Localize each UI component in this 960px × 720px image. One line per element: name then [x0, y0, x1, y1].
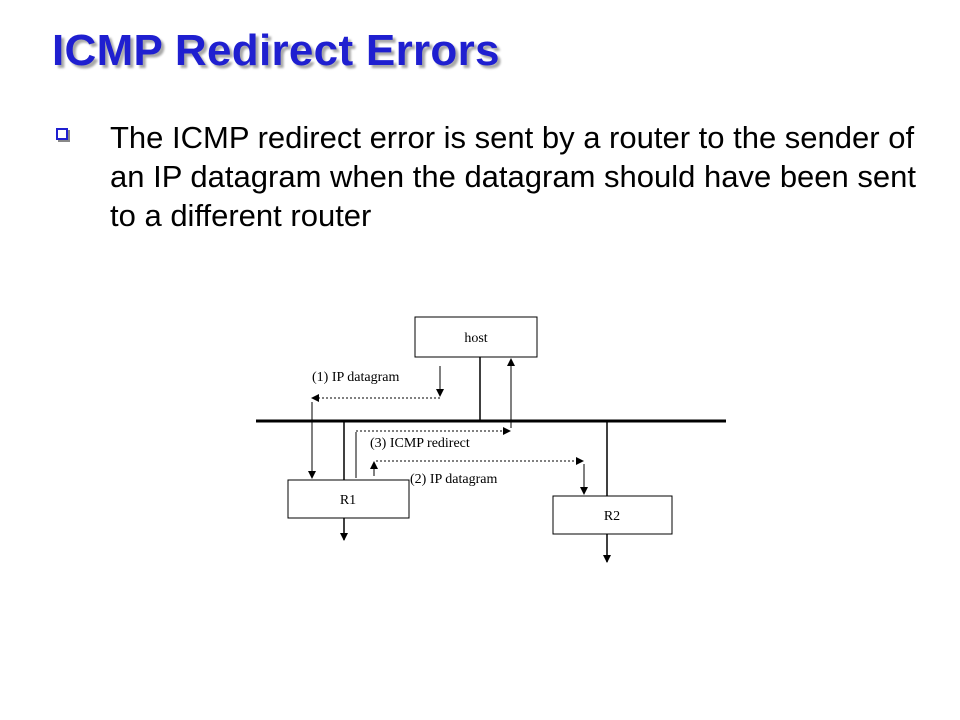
bullet-square-icon	[56, 128, 68, 140]
slide-title: ICMP Redirect Errors	[52, 26, 500, 75]
r2-label: R2	[604, 509, 620, 524]
r1-label: R1	[340, 493, 356, 508]
r1-box	[287, 479, 410, 519]
step2-label: (2) IP datagram	[410, 472, 497, 487]
host-box	[414, 316, 538, 358]
step3-label: (3) ICMP redirect	[370, 436, 470, 451]
bullet-text: The ICMP redirect error is sent by a rou…	[110, 120, 916, 233]
r2-box	[552, 495, 673, 535]
host-label: host	[464, 331, 487, 346]
step1-label: (1) IP datagram	[312, 370, 399, 385]
